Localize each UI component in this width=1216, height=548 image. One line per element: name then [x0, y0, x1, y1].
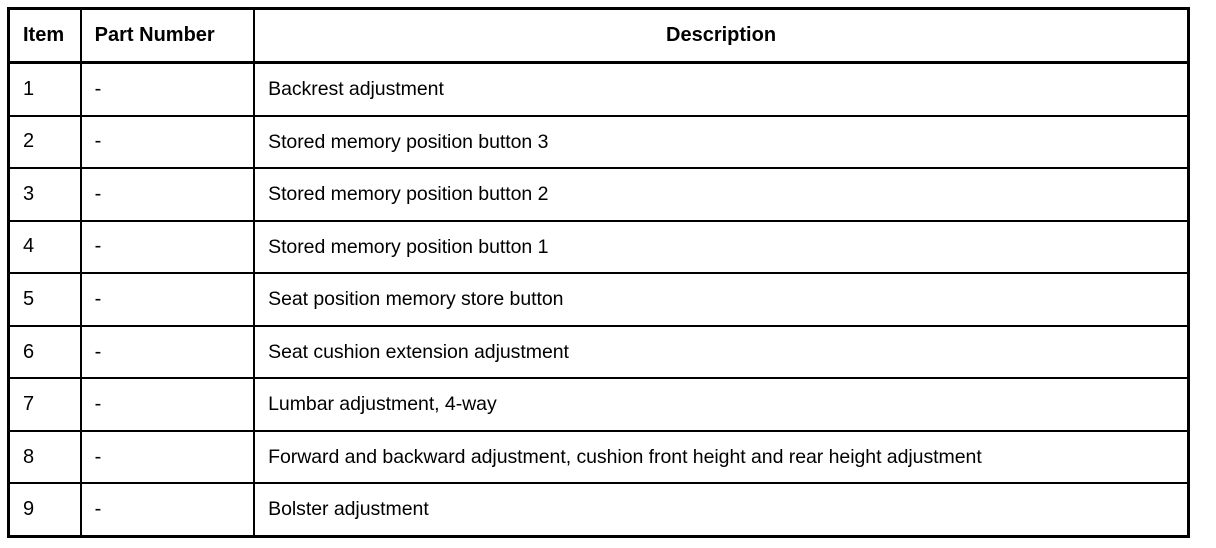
cell-item: 3: [7, 167, 82, 222]
cell-part-number: -: [79, 429, 256, 485]
cell-part-number: -: [79, 219, 256, 275]
cell-description: Stored memory position button 1: [253, 219, 1190, 275]
table-row: 1-Backrest adjustment: [7, 62, 1190, 117]
cell-description: Seat position memory store button: [253, 272, 1190, 327]
cell-part-number: -: [79, 167, 256, 222]
cell-item: 6: [7, 324, 82, 380]
cell-description: Forward and backward adjustment, cushion…: [253, 429, 1190, 485]
cell-item: 4: [7, 219, 82, 275]
table-row: 3-Stored memory position button 2: [7, 167, 1190, 222]
table-row: 7-Lumbar adjustment, 4-way: [7, 377, 1190, 432]
cell-description: Seat cushion extension adjustment: [253, 324, 1190, 380]
cell-item: 2: [7, 114, 82, 170]
cell-item: 9: [7, 482, 82, 537]
table-row: 6-Seat cushion extension adjustment: [7, 324, 1190, 380]
table-row: 5-Seat position memory store button: [7, 272, 1190, 327]
cell-description: Bolster adjustment: [253, 482, 1190, 537]
cell-part-number: -: [79, 62, 256, 117]
table-header: Item Part Number Description: [7, 7, 1190, 64]
cell-part-number: -: [79, 482, 256, 537]
cell-description: Backrest adjustment: [253, 62, 1190, 117]
cell-part-number: -: [79, 272, 256, 327]
cell-description: Lumbar adjustment, 4-way: [253, 377, 1190, 432]
column-header-description: Description: [253, 7, 1190, 64]
cell-item: 1: [7, 62, 82, 117]
cell-item: 7: [7, 377, 82, 432]
cell-part-number: -: [79, 377, 256, 432]
cell-part-number: -: [79, 324, 256, 380]
column-header-part-number: Part Number: [79, 7, 256, 64]
cell-item: 5: [7, 272, 82, 327]
table-row: 8-Forward and backward adjustment, cushi…: [7, 429, 1190, 485]
cell-part-number: -: [79, 114, 256, 170]
table-row: 9-Bolster adjustment: [7, 482, 1190, 537]
table-header-row: Item Part Number Description: [7, 7, 1190, 64]
cell-item: 8: [7, 429, 82, 485]
cell-description: Stored memory position button 3: [253, 114, 1190, 170]
table-row: 2-Stored memory position button 3: [7, 114, 1190, 170]
cell-description: Stored memory position button 2: [253, 167, 1190, 222]
column-header-item: Item: [7, 7, 82, 64]
parts-table: Item Part Number Description 1-Backrest …: [7, 7, 1190, 538]
table-row: 4-Stored memory position button 1: [7, 219, 1190, 275]
parts-table-container: Item Part Number Description 1-Backrest …: [7, 7, 1190, 538]
